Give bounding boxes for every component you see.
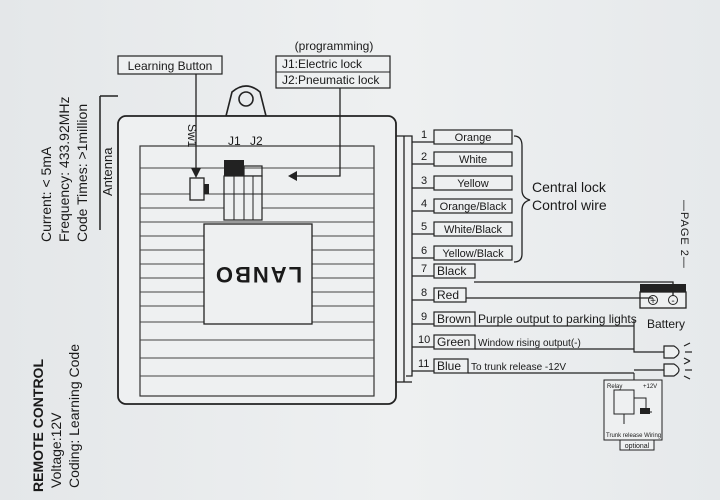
- wire-color-label: White: [459, 154, 487, 166]
- battery-label: Battery: [647, 317, 685, 331]
- wire-label-box: [433, 129, 513, 145]
- wire-label-box: [433, 175, 513, 191]
- wire-color-label: Blue: [437, 359, 461, 373]
- current-spec: Current: < 5mA: [38, 146, 54, 242]
- antenna-label: Antenna: [100, 147, 115, 196]
- wire-number: 8: [421, 287, 427, 299]
- j2-label: J2: [250, 134, 263, 148]
- wire-label-box: [433, 287, 467, 303]
- chip-block: [203, 223, 313, 325]
- trunk-release-wiring: Trunk release Wiring: [606, 433, 661, 439]
- wire-number: 9: [421, 311, 427, 323]
- voltage-spec: Voltage:12V: [48, 412, 64, 488]
- wire-color-label: Black: [437, 264, 467, 278]
- battery-minus: -: [671, 296, 674, 307]
- arrow-icon: [288, 171, 297, 181]
- wire-label-box: [433, 221, 513, 237]
- wire-label-box: [433, 198, 513, 214]
- relay-box: [603, 379, 663, 451]
- wire-label-box: [433, 358, 469, 374]
- relay-12v: +12V: [643, 384, 657, 390]
- wire-description: Window rising output(-): [478, 338, 581, 349]
- frequency-spec: Frequency: 433.92MHz: [56, 96, 72, 242]
- learning-switch: [189, 177, 205, 201]
- central-lock-line2: Control wire: [532, 197, 607, 213]
- optional-label: optional: [625, 443, 650, 450]
- battery-symbol: [639, 284, 687, 309]
- wire-number: 1: [421, 129, 427, 141]
- wire-description: Purple output to parking lights: [478, 312, 637, 326]
- wire-color-label: Orange: [455, 132, 492, 144]
- wire-label-box: [433, 263, 476, 279]
- brand-logo: LANBO: [214, 262, 302, 287]
- wire-description: To trunk release -12V: [471, 362, 566, 373]
- code-times-spec: Code Times: >1million: [74, 103, 90, 242]
- coding-spec: Coding: Learning Code: [66, 344, 82, 488]
- j1-label: J1: [228, 134, 241, 148]
- wire-number: 11: [418, 358, 429, 370]
- learning-button-callout: [117, 55, 223, 75]
- wire-color-label: Red: [437, 288, 459, 302]
- central-lock-line1: Central lock: [532, 179, 607, 195]
- mounting-tab: [224, 85, 268, 117]
- wire-number: 2: [421, 151, 427, 163]
- relay-label: Relay: [607, 384, 622, 390]
- parking-light-lamps: [633, 320, 692, 380]
- wire-number: 10: [418, 334, 430, 346]
- circuit-board: [139, 145, 375, 397]
- wire-label-box: [433, 151, 513, 167]
- wire-number: 4: [421, 198, 427, 210]
- battery-plus: +: [650, 296, 656, 307]
- wire-color-label: Brown: [437, 312, 471, 326]
- j1-electric-lock: J1:Electric lock: [282, 57, 363, 71]
- programming-title: (programming): [295, 39, 374, 53]
- wire-number: 6: [421, 245, 427, 257]
- wire-number: 3: [421, 175, 427, 187]
- wire-rows: 1 Orange 2 White 3 Yellow 4 Orange/Black 5 White/…: [412, 129, 637, 390]
- page-number: —PAGE 2—: [678, 200, 690, 269]
- central-lock-brace: [513, 135, 531, 263]
- wire-harness: [396, 135, 413, 383]
- wire-color-label: Orange/Black: [440, 201, 507, 213]
- wire-color-label: Yellow/Black: [442, 248, 504, 260]
- remote-control-title: REMOTE CONTROL: [30, 359, 46, 492]
- wire-label-box: [433, 334, 476, 350]
- jumper-block: [223, 160, 263, 221]
- learning-button-label: Learning Button: [128, 59, 213, 73]
- wire-number: 7: [421, 263, 427, 275]
- wire-number: 5: [421, 221, 427, 233]
- arrow-icon: [191, 168, 201, 178]
- wire-color-label: Yellow: [457, 178, 488, 190]
- wire-color-label: White/Black: [444, 224, 503, 236]
- wire-label-box: [433, 245, 513, 261]
- wire-color-label: Green: [437, 335, 470, 349]
- j2-pneumatic-lock: J2:Pneumatic lock: [282, 73, 380, 87]
- wire-label-box: [433, 311, 476, 327]
- sw1-label: Sw1: [185, 124, 199, 148]
